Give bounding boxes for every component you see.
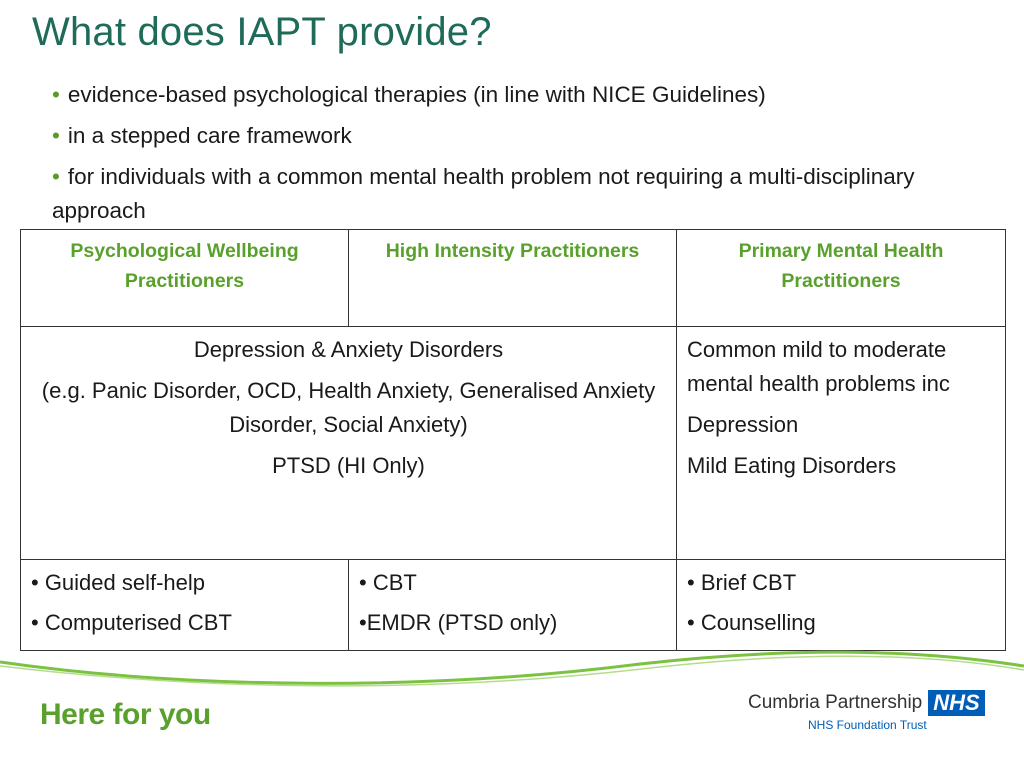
bullet-item: • evidence-based psychological therapies … xyxy=(52,78,982,112)
header-hi: High Intensity Practitioners xyxy=(348,229,677,327)
bullet-list: • evidence-based psychological therapies … xyxy=(52,78,982,235)
table-header-row: Psychological Wellbeing Practitioners Hi… xyxy=(20,229,1006,327)
bullet-item: •for individuals with a common mental he… xyxy=(52,160,982,228)
bullet-dot-icon: • xyxy=(52,164,60,189)
condition-text: PTSD (HI Only) xyxy=(272,453,425,478)
condition-text: (e.g. Panic Disorder, OCD, Health Anxiet… xyxy=(41,378,656,437)
condition-text: Depression & Anxiety Disorders xyxy=(193,337,504,362)
conditions-pwp-hi-cell: Depression & Anxiety Disorders (e.g. Pan… xyxy=(20,326,677,560)
green-wave-decoration xyxy=(0,650,1024,687)
treatment-text: • Brief CBT xyxy=(687,570,797,595)
bullet-dot-icon: • xyxy=(52,123,60,148)
slide-title: What does IAPT provide? xyxy=(32,10,492,54)
condition-text: Mild Eating Disorders xyxy=(687,453,897,478)
treatment-text: • Counselling xyxy=(687,610,816,635)
header-pmhp: Primary Mental Health Practitioners xyxy=(676,229,1006,327)
practitioner-table: Psychological Wellbeing Practitioners Hi… xyxy=(20,229,1006,651)
treatment-text: • Computerised CBT xyxy=(31,610,232,635)
treatments-hi-cell: • CBT •EMDR (PTSD only) xyxy=(348,559,677,651)
nhs-badge-icon: NHS xyxy=(928,690,985,716)
treatment-text: •EMDR (PTSD only) xyxy=(359,610,558,635)
trust-name: NHS Foundation Trust xyxy=(808,718,927,732)
treatment-text: • CBT xyxy=(359,570,417,595)
nhs-trust-logo: Cumbria Partnership NHS NHS Foundation T… xyxy=(748,690,988,734)
header-pwp: Psychological Wellbeing Practitioners xyxy=(20,229,349,327)
tagline: Here for you xyxy=(40,698,211,731)
bullet-text: evidence-based psychological therapies (… xyxy=(67,82,766,107)
conditions-row: Depression & Anxiety Disorders (e.g. Pan… xyxy=(20,326,1006,560)
bullet-item: • in a stepped care framework xyxy=(52,119,982,153)
bullet-text: in a stepped care framework xyxy=(67,123,352,148)
condition-text: Common mild to moderate mental health pr… xyxy=(687,337,950,396)
bullet-dot-icon: • xyxy=(52,82,60,107)
org-name: Cumbria Partnership xyxy=(748,692,923,713)
treatments-pmhp-cell: • Brief CBT • Counselling xyxy=(676,559,1006,651)
treatments-row: • Guided self-help • Computerised CBT • … xyxy=(20,559,1006,651)
conditions-pmhp-cell: Common mild to moderate mental health pr… xyxy=(676,326,1006,560)
treatments-pwp-cell: • Guided self-help • Computerised CBT xyxy=(20,559,349,651)
treatment-text: • Guided self-help xyxy=(31,570,206,595)
condition-text: Depression xyxy=(687,412,799,437)
bullet-text: for individuals with a common mental hea… xyxy=(52,164,915,223)
